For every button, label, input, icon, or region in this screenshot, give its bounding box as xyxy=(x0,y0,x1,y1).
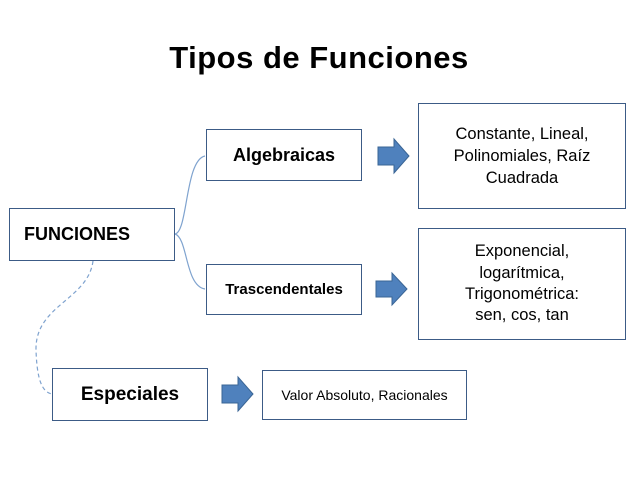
result-algebraicas-line: Cuadrada xyxy=(485,169,559,188)
result-algebraicas-line: Constante, Lineal, xyxy=(455,124,589,143)
node-funciones: FUNCIONES xyxy=(9,208,175,261)
node-especiales: Especiales xyxy=(52,368,208,421)
result-algebraicas: Constante, Lineal, Polinomiales, Raíz Cu… xyxy=(418,103,626,209)
result-trascendentales: Exponencial, logarítmica, Trigonométrica… xyxy=(418,228,626,340)
node-algebraicas: Algebraicas xyxy=(206,129,362,181)
result-especiales: Valor Absoluto, Racionales xyxy=(262,370,467,420)
node-trascendentales-label: Trascendentales xyxy=(225,281,343,298)
connector-trascendentales xyxy=(174,233,206,290)
result-trascendentales-line: Exponencial, xyxy=(474,242,570,261)
result-trascendentales-line: sen, cos, tan xyxy=(475,306,569,325)
arrow-right-icon xyxy=(221,375,254,413)
node-trascendentales: Trascendentales xyxy=(206,264,362,315)
node-funciones-label: FUNCIONES xyxy=(24,224,131,244)
result-trascendentales-line: logarítmica, xyxy=(479,263,565,282)
result-trascendentales-line: Trigonométrica: xyxy=(464,285,579,303)
page-title: Tipos de Funciones xyxy=(169,40,469,75)
node-algebraicas-label: Algebraicas xyxy=(232,144,336,165)
connector-algebraicas xyxy=(174,155,206,235)
result-algebraicas-line: Polinomiales, Raíz xyxy=(453,146,591,165)
node-especiales-label: Especiales xyxy=(80,383,180,405)
result-especiales-label: Valor Absoluto, Racionales xyxy=(281,387,448,403)
connector-especiales xyxy=(35,260,94,395)
arrow-right-icon xyxy=(377,137,410,175)
arrow-right-icon xyxy=(375,271,408,307)
